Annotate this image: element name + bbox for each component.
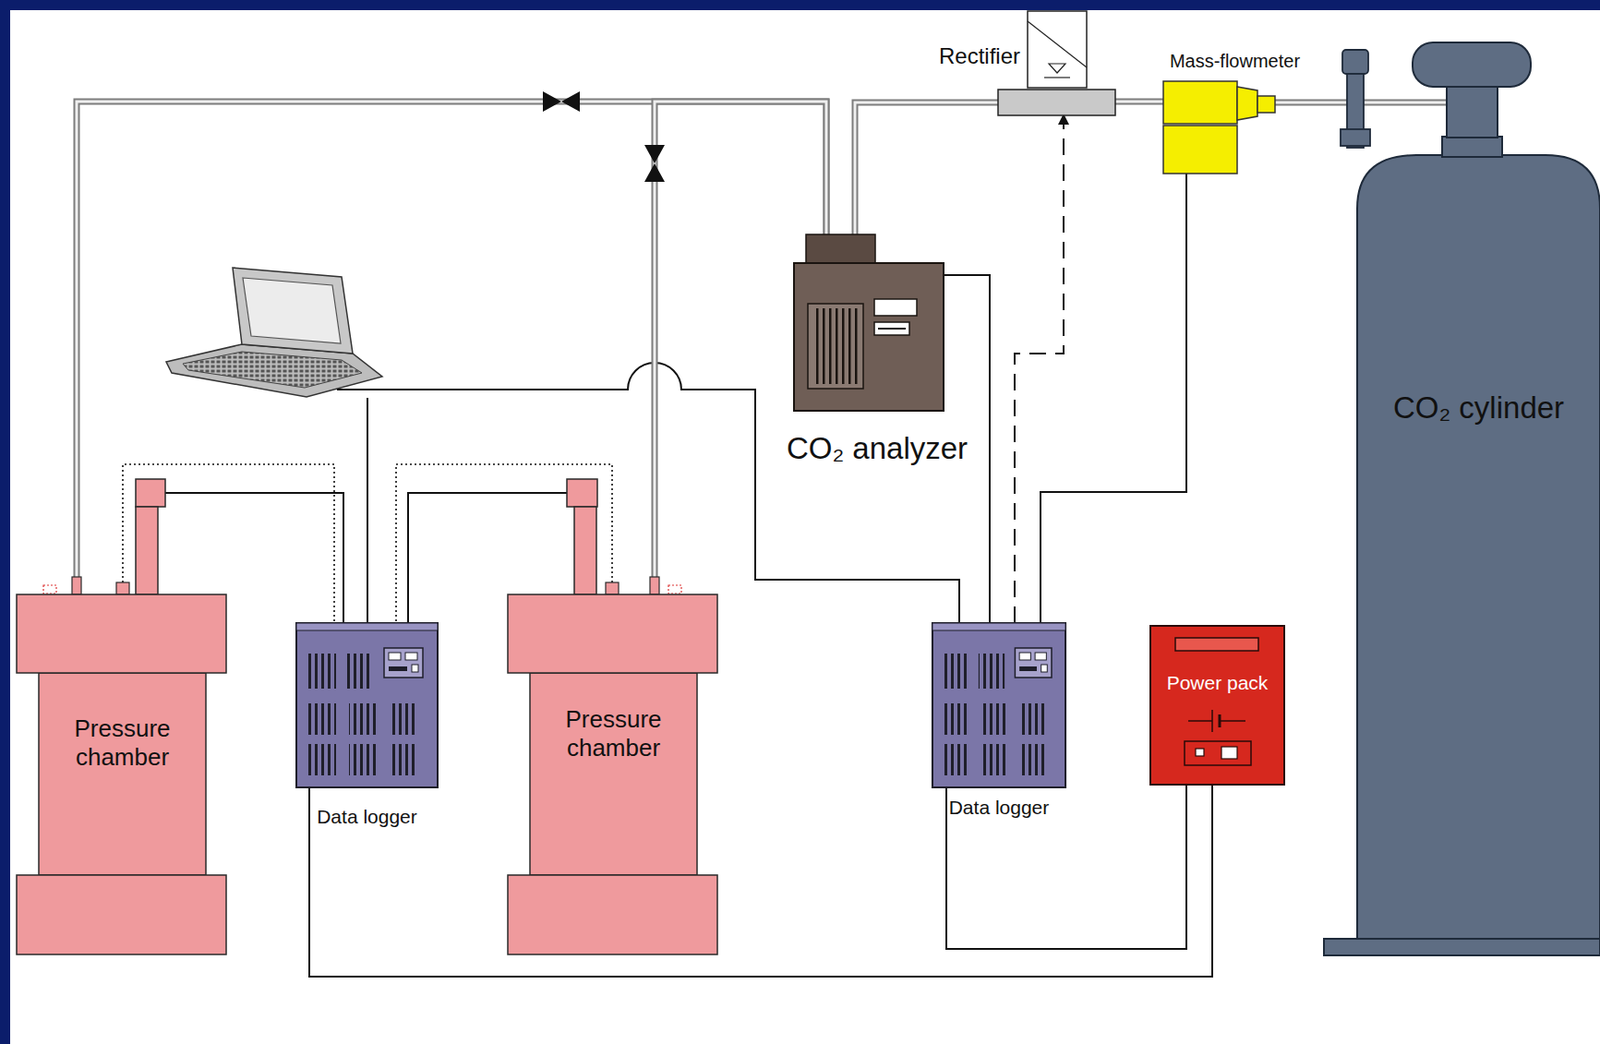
data-logger: Data logger xyxy=(931,622,1067,844)
valve-symbol xyxy=(644,144,665,182)
node-label: Pressure chamber xyxy=(529,705,698,763)
signal-cable xyxy=(309,784,1213,977)
laptop xyxy=(166,267,383,397)
valve-symbol xyxy=(542,91,580,112)
node-label: CO₂ analyzer xyxy=(770,430,984,468)
node-label: Pressure chamber xyxy=(38,714,206,772)
node-label: Power pack xyxy=(1153,671,1282,695)
signal-cable xyxy=(1014,115,1064,624)
node-label: Rectifier xyxy=(909,43,1021,71)
pressure-chamber: Pressure chamber xyxy=(506,479,719,956)
rectifier: Rectifier xyxy=(909,10,1118,117)
gas-pipe xyxy=(76,101,827,595)
gas-pipe xyxy=(1115,101,1164,103)
node-label: Data logger xyxy=(295,805,439,829)
power-pack: Power pack xyxy=(1149,625,1286,786)
data-logger: Data logger xyxy=(295,622,439,854)
power-pack-shape xyxy=(1149,625,1286,786)
node-label: Data logger xyxy=(931,795,1067,819)
co2-cylinder: CO₂ cylinder xyxy=(1323,40,1600,956)
gas-pipe xyxy=(854,102,999,235)
co2-analyzer: CO₂ analyzer xyxy=(770,234,984,477)
pressure-chamber: Pressure chamber xyxy=(15,479,228,956)
node-label: CO₂ cylinder xyxy=(1357,389,1600,427)
co2-cylinder-shape xyxy=(1323,40,1600,956)
mass-flowmeter: Mass-flowmeter xyxy=(1154,46,1316,176)
signal-cable xyxy=(1040,173,1187,624)
node-label: Mass-flowmeter xyxy=(1154,49,1316,73)
